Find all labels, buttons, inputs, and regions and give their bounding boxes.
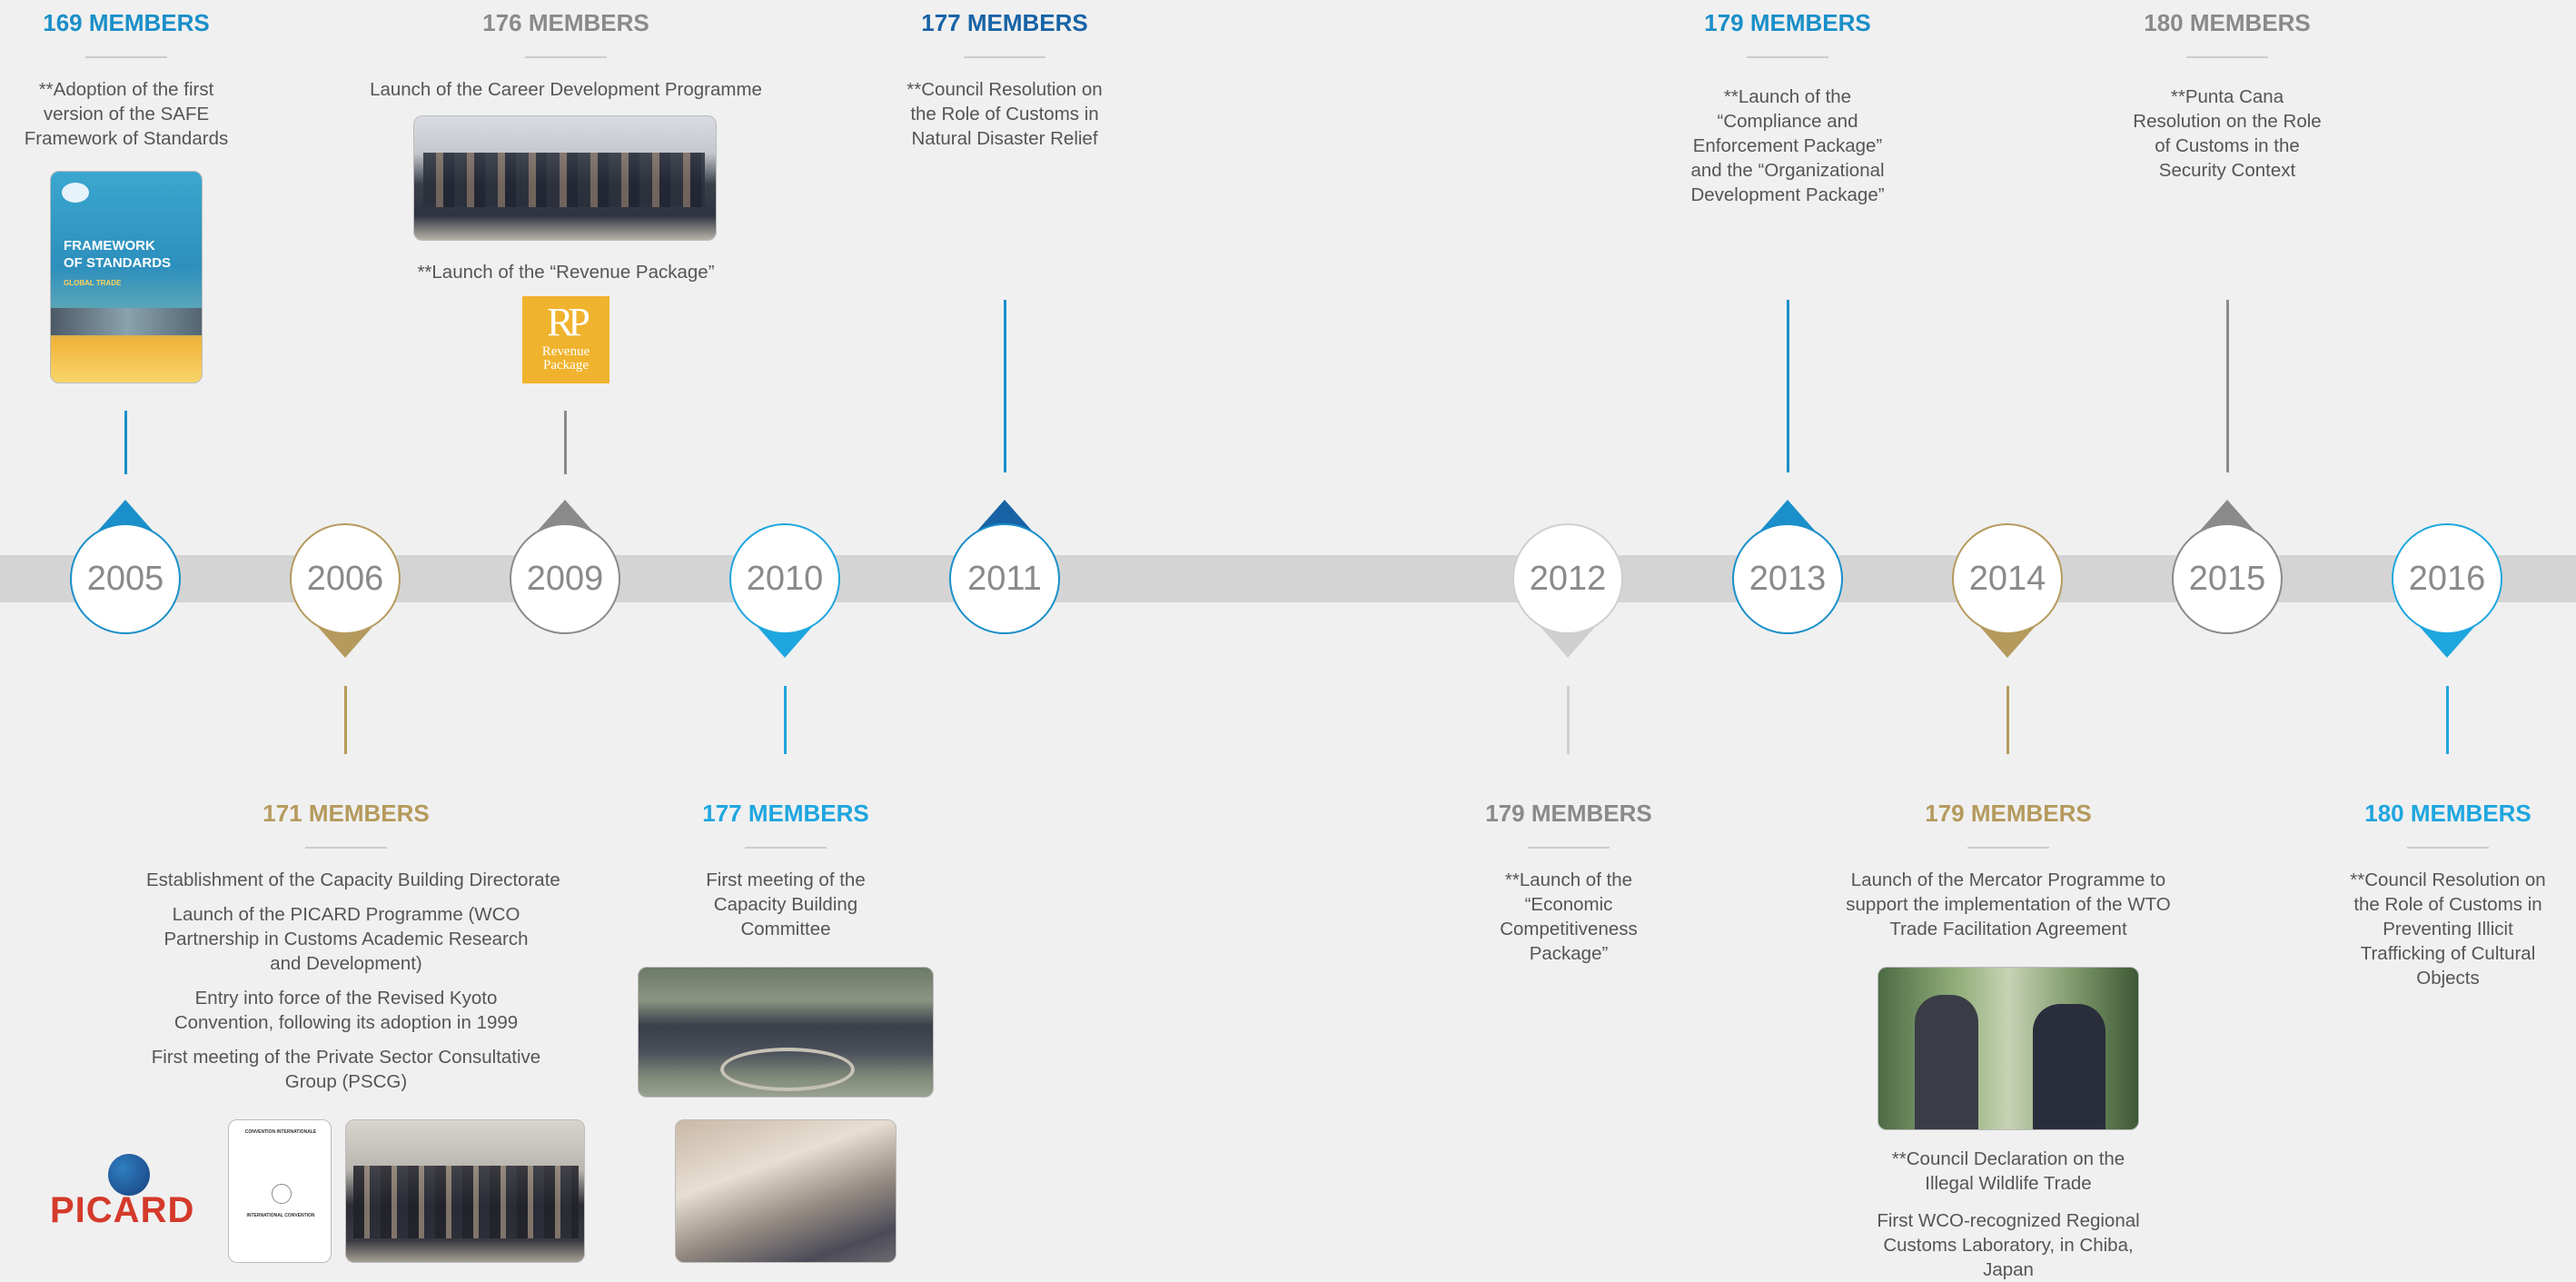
capacity-building-meeting-photo bbox=[675, 1119, 897, 1263]
timeline-band bbox=[0, 555, 2576, 602]
connector-2005 bbox=[124, 411, 127, 474]
event-text-2006-capacity: Establishment of the Capacity Building D… bbox=[146, 870, 560, 890]
divider-2013 bbox=[1747, 56, 1828, 58]
members-2014: 179 MEMBERS bbox=[1925, 800, 2092, 827]
members-2009: 176 MEMBERS bbox=[482, 9, 649, 36]
event-text-2006-pscg: First meeting of the Private Sector Cons… bbox=[151, 1047, 541, 1092]
year-node-2010: 2010 bbox=[729, 523, 840, 634]
event-text-2012: **Launch of the “Economic Competitivenes… bbox=[1500, 870, 1638, 964]
year-node-2006: 2006 bbox=[290, 523, 401, 634]
year-node-2015: 2015 bbox=[2172, 523, 2283, 634]
event-text-2010: First meeting of the Capacity Building C… bbox=[706, 870, 866, 939]
year-node-2012: 2012 bbox=[1512, 523, 1623, 634]
picard-logo-text: PICARD bbox=[50, 1190, 195, 1230]
connector-2009 bbox=[564, 411, 567, 474]
revenue-package-logo: RP Revenue Package bbox=[522, 296, 609, 383]
kyoto-convention-document-image: CONVENTION INTERNATIONALE INTERNATIONAL … bbox=[228, 1119, 332, 1263]
members-2011: 177 MEMBERS bbox=[921, 9, 1088, 36]
revenue-logo-mark: RP bbox=[547, 300, 590, 344]
event-text-2006-picard: Launch of the PICARD Programme (WCO Part… bbox=[163, 904, 529, 974]
event-text-2006-kyoto: Entry into force of the Revised Kyoto Co… bbox=[173, 988, 519, 1033]
members-2006: 171 MEMBERS bbox=[263, 800, 430, 827]
connector-2010 bbox=[784, 686, 787, 754]
mercator-handshake-photo bbox=[1878, 967, 2139, 1130]
pscg-group-photo bbox=[345, 1119, 585, 1263]
event-text-2005: **Adoption of the first version of the S… bbox=[24, 79, 229, 149]
year-node-2013: 2013 bbox=[1732, 523, 1843, 634]
event-text-2013: **Launch of the “Compliance and Enforcem… bbox=[1690, 86, 1885, 205]
event-text-2014-mercator: Launch of the Mercator Programme to supp… bbox=[1846, 870, 2171, 939]
event-text-2009-career: Launch of the Career Development Program… bbox=[370, 79, 762, 100]
year-node-2014: 2014 bbox=[1952, 523, 2063, 634]
cover-title: FRAMEWORK OF STANDARDS bbox=[64, 238, 172, 271]
event-text-2014-wildlife: **Council Declaration on the Illegal Wil… bbox=[1891, 1148, 2125, 1194]
capacity-building-committee-group-photo bbox=[638, 967, 934, 1098]
event-text-2015: **Punta Cana Resolution on the Role of C… bbox=[2133, 86, 2322, 181]
doc-title-fr: CONVENTION INTERNATIONALE bbox=[244, 1129, 317, 1135]
year-node-2009: 2009 bbox=[510, 523, 620, 634]
connector-2013 bbox=[1787, 300, 1789, 472]
event-text-2016: **Council Resolution on the Role of Cust… bbox=[2350, 870, 2546, 989]
members-2010: 177 MEMBERS bbox=[702, 800, 869, 827]
members-2005: 169 MEMBERS bbox=[43, 9, 210, 36]
connector-2015 bbox=[2226, 300, 2229, 472]
doc-title-en: INTERNATIONAL CONVENTION bbox=[246, 1213, 315, 1218]
members-2012: 179 MEMBERS bbox=[1485, 800, 1652, 827]
connector-2014 bbox=[2006, 686, 2009, 754]
year-node-2016: 2016 bbox=[2392, 523, 2502, 634]
connector-2011 bbox=[1004, 300, 1006, 472]
members-2016: 180 MEMBERS bbox=[2364, 800, 2531, 827]
event-text-2009-revenue: **Launch of the “Revenue Package” bbox=[417, 262, 715, 283]
cover-subtitle: GLOBAL TRADE bbox=[64, 279, 122, 287]
connector-2012 bbox=[1567, 686, 1570, 754]
divider-2006 bbox=[305, 847, 387, 849]
connector-2016 bbox=[2446, 686, 2449, 754]
revenue-logo-line2: Package bbox=[543, 358, 589, 373]
safe-framework-cover-image: FRAMEWORK OF STANDARDS GLOBAL TRADE bbox=[50, 171, 203, 383]
career-programme-group-photo bbox=[413, 115, 717, 241]
picard-logo-globe-icon bbox=[108, 1154, 150, 1196]
members-2013: 179 MEMBERS bbox=[1704, 9, 1871, 36]
picard-logo: PICARD bbox=[50, 1152, 223, 1234]
divider-2014 bbox=[1967, 847, 2049, 849]
divider-2011 bbox=[964, 56, 1045, 58]
year-node-2005: 2005 bbox=[70, 523, 181, 634]
divider-2012 bbox=[1528, 847, 1610, 849]
event-block-2006: Establishment of the Capacity Building D… bbox=[146, 868, 560, 1104]
divider-2005 bbox=[85, 56, 167, 58]
revenue-logo-line1: Revenue bbox=[541, 344, 590, 359]
divider-2015 bbox=[2186, 56, 2268, 58]
members-2015: 180 MEMBERS bbox=[2144, 9, 2311, 36]
year-node-2011: 2011 bbox=[949, 523, 1060, 634]
event-text-2011: **Council Resolution on the Role of Cust… bbox=[907, 79, 1103, 149]
connector-2006 bbox=[344, 686, 347, 754]
divider-2016 bbox=[2407, 847, 2489, 849]
event-text-2014-laboratory: First WCO-recognized Regional Customs La… bbox=[1877, 1210, 2140, 1280]
divider-2010 bbox=[745, 847, 827, 849]
divider-2009 bbox=[525, 56, 607, 58]
